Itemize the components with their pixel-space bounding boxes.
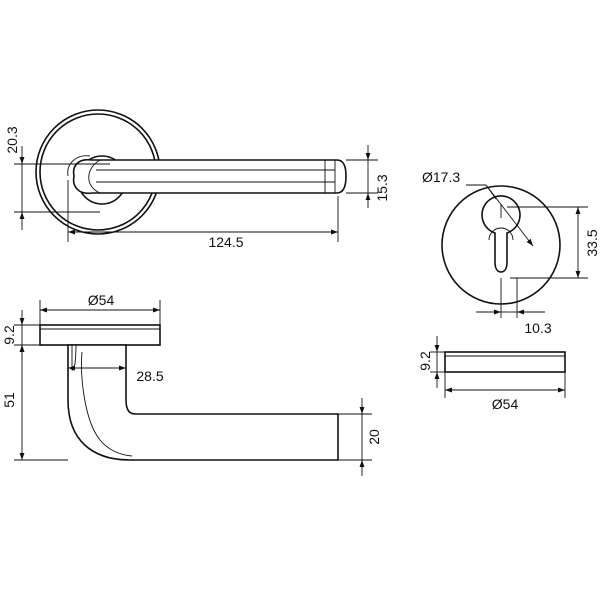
- dim-label-124-5: 124.5: [208, 234, 243, 250]
- top-view-lever: [35, 109, 347, 235]
- dim-label-20-3: 20.3: [4, 126, 20, 153]
- dim-label-dia-54-escutcheon: Ø54: [492, 396, 519, 412]
- dimension-escutcheon-diameter: Ø54: [444, 372, 566, 412]
- dim-label-15-3: 15.3: [374, 174, 390, 201]
- dim-label-dia-17-3: Ø17.3: [422, 169, 460, 185]
- dim-label-9-2-escutcheon: 9.2: [417, 351, 433, 371]
- side-view-lever: [39, 324, 339, 461]
- dimension-escutcheon-height: 33.5: [507, 206, 600, 279]
- dimension-grip-height: 20: [338, 398, 382, 476]
- dimension-handle-height: 51: [1, 344, 68, 461]
- dim-label-dia-54-side: Ø54: [88, 292, 115, 308]
- dim-label-28-5: 28.5: [136, 368, 163, 384]
- dimension-escutcheon-hole: Ø17.3: [422, 169, 534, 247]
- escutcheon-side-view: [444, 351, 566, 373]
- dimension-rose-thickness: 9.2: [1, 310, 40, 360]
- dimension-lever-thickness: 15.3: [346, 145, 390, 208]
- dim-label-9-2-side: 9.2: [1, 325, 17, 345]
- dimension-rose-height: 20.3: [4, 126, 110, 230]
- dim-label-51: 51: [1, 392, 17, 408]
- dimension-lever-width: 124.5: [67, 180, 339, 250]
- dim-label-33-5: 33.5: [584, 229, 600, 256]
- escutcheon-front-view: [441, 185, 561, 318]
- dimension-escutcheon-offset: 10.3: [476, 309, 552, 336]
- dimension-escutcheon-thickness: 9.2: [417, 336, 445, 388]
- dimension-rose-diameter: Ø54: [39, 292, 161, 325]
- dimension-projection: 28.5: [68, 365, 164, 384]
- dim-label-10-3: 10.3: [524, 320, 551, 336]
- dim-label-20: 20: [366, 429, 382, 445]
